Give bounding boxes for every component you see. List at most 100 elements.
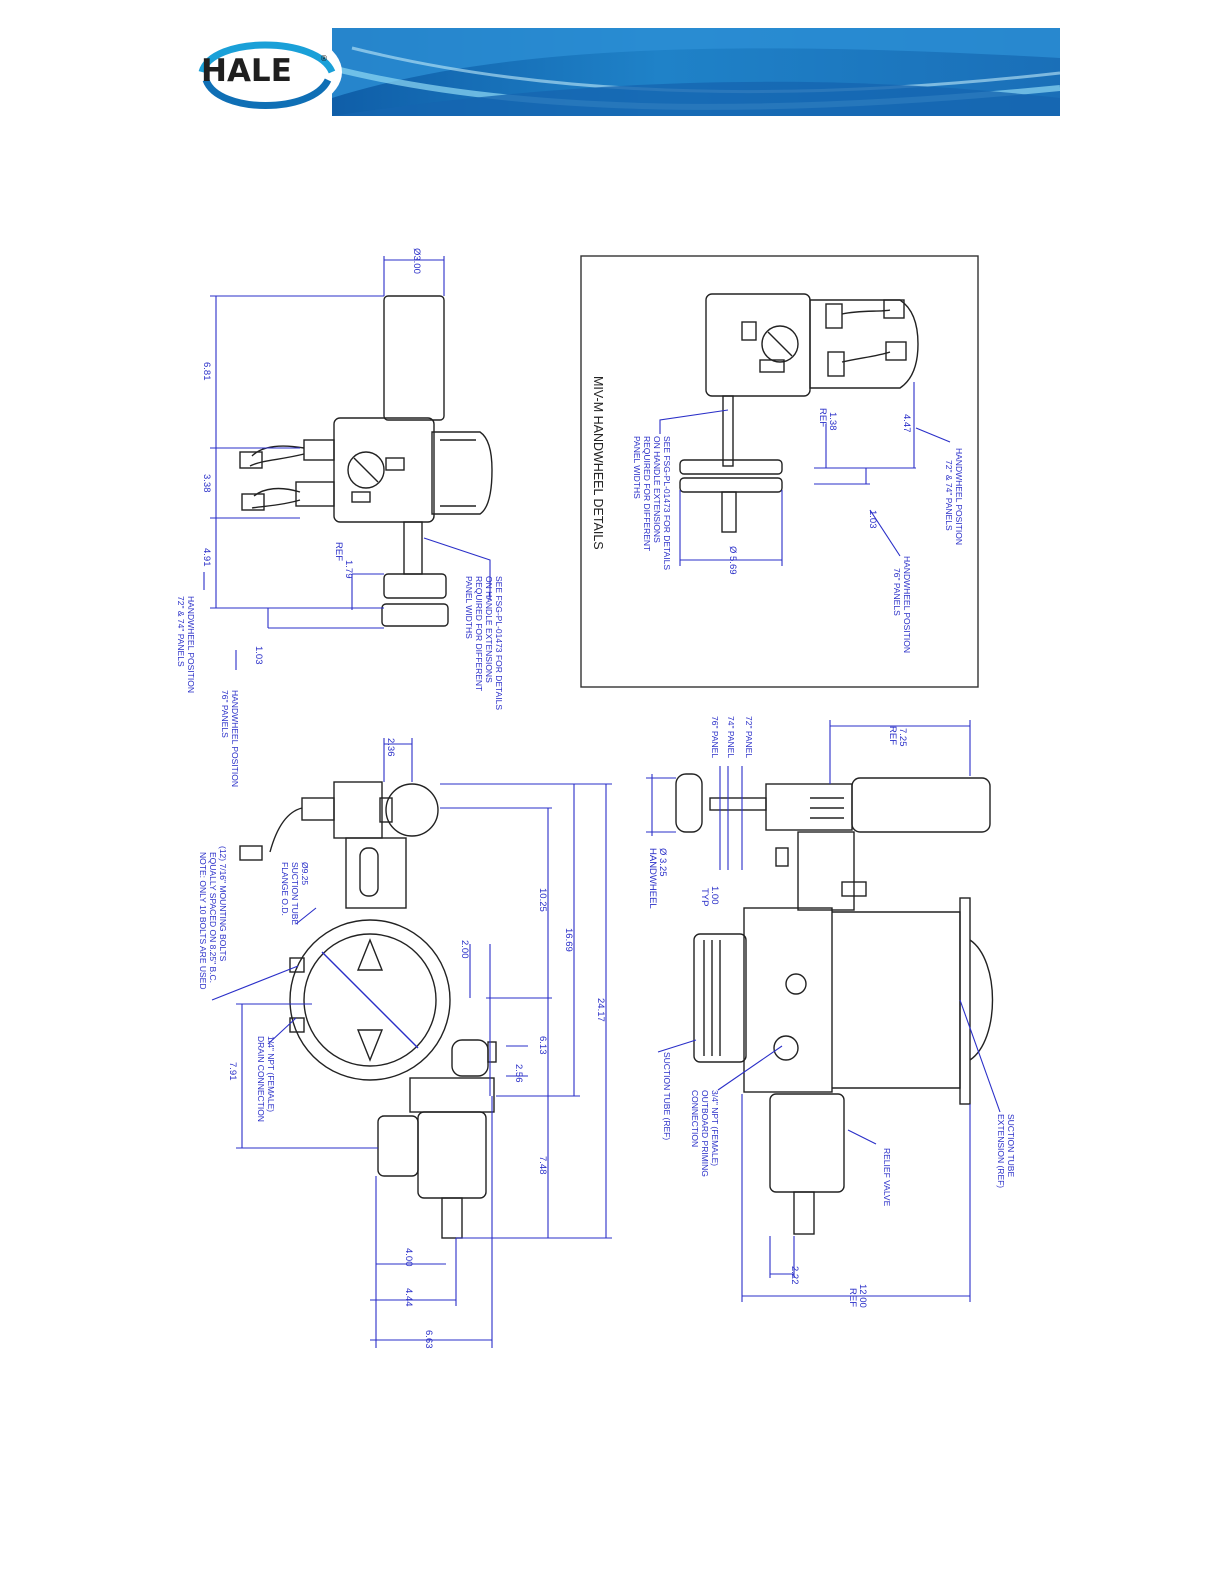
relief-stem [441,1197,463,1239]
valve-neck [345,837,407,909]
note-detail-hw7274-1: HANDWHEEL POSITION [954,448,964,545]
dim-side-725: 7.25 [897,728,908,747]
note-detail-see-fsg-4: PANEL WIDTHS [632,436,642,499]
dim-side-725-ref: REF [887,726,898,745]
side-extension [832,911,961,1089]
side-relief-housing [769,1093,845,1193]
dim-front-400: 4.00 [403,1248,414,1267]
dim-side-325-label: HANDWHEEL [647,848,658,909]
suction-flange-inner [303,933,437,1067]
detail-gearbox-body [705,293,811,397]
butterfly-disc-upper [356,938,384,971]
dim-front-748: 7.48 [537,1156,548,1175]
note-front-bolts-3: NOTE: ONLY 10 BOLTS ARE USED [198,852,208,989]
detail-box-drawing [679,293,919,533]
header-wave-graphic: HALE ® [192,28,1060,116]
note-front-suction-od-3: FLANGE O.D. [280,862,290,916]
side-valve-body [743,907,833,1093]
note-side-suction-ext-2: EXTENSION (REF) [996,1114,1006,1188]
side-handwheel [675,773,703,833]
note-detail-see-fsg-2: ON HANDLE EXTENSIONS [652,436,662,543]
note-top-see-fsg-2: ON HANDLE EXTENSIONS [484,576,494,683]
dim-top-dia-300: Ø3.00 [411,248,422,274]
detail-handwheel-lower [679,477,783,493]
note-side-panel-74: 74" PANEL [726,716,736,758]
butterfly-disc-lower [356,1029,384,1062]
dim-side-1200-ref: REF [847,1288,858,1307]
dim-top-179-ref: REF [333,542,344,561]
front-view-drawing [239,781,497,1239]
note-side-panel-76: 76" PANEL [710,716,720,758]
note-top-hw76-2: 76" PANELS [220,690,230,738]
dim-top-681: 6.81 [201,362,212,381]
note-top-hw7274-1: HANDWHEEL POSITION [186,596,196,693]
note-top-see-fsg-4: PANEL WIDTHS [464,576,474,639]
side-view-drawing [675,773,994,1235]
note-detail-hw76-1: HANDWHEEL POSITION [902,556,912,653]
note-top-hw7274-2: 72" & 74" PANELS [176,596,186,667]
drain-outlet [377,1115,419,1177]
note-front-drain-1: 1/4" NPT (FEMALE) [266,1036,276,1112]
dim-front-200: 2.00 [459,940,470,959]
note-detail-see-fsg-3: REQUIRED FOR DIFFERENT [642,436,652,551]
side-neck [797,831,855,911]
note-top-see-fsg-3: REQUIRED FOR DIFFERENT [474,576,484,691]
suction-flange-outer [289,919,451,1081]
dim-top-103: 1.03 [253,646,264,665]
dim-front-2417: 24.17 [595,998,606,1022]
actuator-knob [385,783,439,837]
gearbox-body [333,417,435,523]
note-side-priming-3: CONNECTION [690,1090,700,1147]
handwheel-lower [381,603,449,627]
note-detail-see-fsg-1: SEE FSG-PL-01473 FOR DETAILS [662,436,672,570]
dim-detail-138-ref: REF [817,408,828,427]
handwheel-shaft [403,521,423,575]
dim-front-1025: 10.25 [537,888,548,912]
header-banner: HALE ® [192,28,1060,116]
dim-top-491: 4.91 [201,548,212,567]
motor-housing [431,431,493,515]
dim-front-791: 7.91 [227,1062,238,1081]
note-detail-hw76-2: 76" PANELS [892,568,902,616]
gearbox-cap [347,451,385,489]
logo-registered-mark: ® [320,54,328,63]
note-side-priming-1: 3/4" NPT (FEMALE) [710,1090,720,1166]
text-layer: Ø3.00 6.81 3.38 4.91 1.79 REF 1.03 SEE F… [176,248,1016,1349]
note-front-suction-od-1: Ø9.25 [300,862,310,885]
dim-front-236: 2.36 [385,738,396,757]
dim-top-179: 1.79 [343,560,354,579]
dim-front-256: 2.56 [513,1064,524,1083]
note-side-priming-2: OUTBOARD PRIMING [700,1090,710,1177]
detail-handwheel-upper [679,459,783,475]
note-side-relief: RELIEF VALVE [882,1148,892,1207]
note-side-suction-ext-1: SUCTION TUBE [1006,1114,1016,1177]
note-front-suction-od-2: SUCTION TUBE [290,862,300,925]
dimension-lines [203,256,1001,1348]
note-side-suction-ref: SUCTION TUBE (REF) [662,1052,672,1140]
dim-detail-103: 1.03 [867,510,878,529]
dim-front-613: 6.13 [537,1036,548,1055]
note-detail-hw7274-2: 72" & 74" PANELS [944,460,954,531]
dim-side-222: 2.22 [789,1266,800,1285]
relief-body [409,1077,495,1113]
handle-cylinder [383,295,445,421]
note-front-bolts-1: (12) 7/16" MOUNTING BOLTS [218,846,228,962]
note-front-bolts-2: EQUALLY SPACED ON 8.25" B.C. [208,852,218,983]
dim-side-325: Ø 3.25 [657,848,668,877]
dim-top-338: 3.38 [201,474,212,493]
dim-detail-447: 4.47 [901,414,912,433]
detail-box-title: MIV-M HANDWHEEL DETAILS [591,376,605,550]
detail-box-frame [580,255,979,688]
dim-side-1200: 12.00 [857,1284,868,1308]
top-view-drawing [239,295,493,627]
dim-detail-138: 1.38 [827,412,838,431]
handwheel-upper [383,573,447,599]
detail-motor-housing [809,299,919,389]
side-gearbox [765,783,853,831]
note-front-drain-2: DRAIN CONNECTION [256,1036,266,1122]
note-top-see-fsg-1: SEE FSG-PL-01473 FOR DETAILS [494,576,504,710]
dim-side-100: 1.00 [709,886,720,905]
dim-detail-569: Ø 5.69 [727,546,738,575]
lower-housing [417,1111,487,1199]
dim-front-663: 6.63 [423,1330,434,1349]
